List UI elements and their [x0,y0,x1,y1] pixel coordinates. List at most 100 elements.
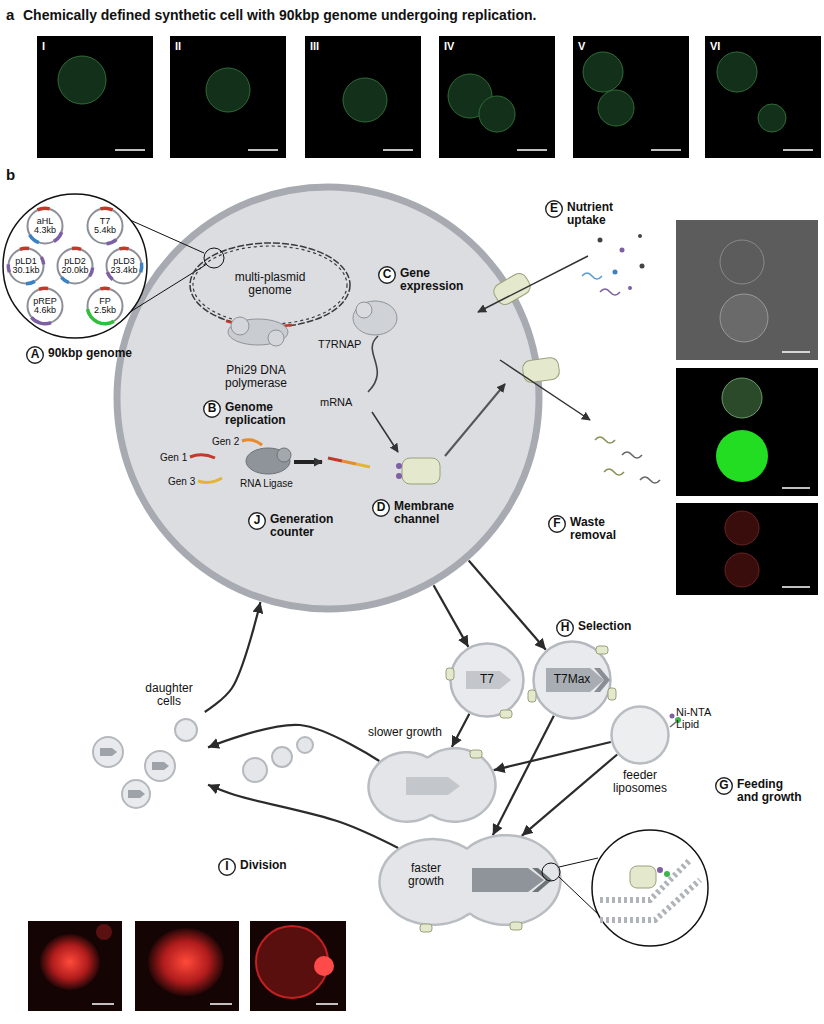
rna-strand [342,461,356,464]
t7-rna-polymerase [353,301,397,335]
callout-letter: C [383,268,392,281]
callout-circle: IDivision [218,858,236,876]
insertion-arrow [445,384,505,456]
nutrient [598,238,603,243]
callout-ring [204,401,221,418]
callout-ring [373,500,390,517]
callout-letter: D [377,501,386,514]
scale-bar [383,149,413,151]
micrograph-frame [170,36,286,158]
callout-circle: CGene expression [378,266,396,284]
membrane-channel [608,688,616,700]
nutrient [620,248,625,253]
nutrient [640,264,645,269]
plasmid-circle: FP 2.5kb [86,287,124,325]
callout-letter: H [561,621,570,634]
part-label: Ni-NTA Lipid [676,706,724,730]
callout-letter: B [208,402,217,415]
dividing-cell [272,747,292,767]
plasmid-circle: pLD2 20.0kb [56,247,94,285]
rna-strand [356,464,370,467]
nutrient [638,234,642,238]
membrane-channel [522,357,561,384]
ni-nta-head [664,871,670,877]
ligation-arrow [294,460,322,464]
lipid-bilayer [600,860,690,900]
scale-bar [115,149,145,151]
micrograph-cell [40,934,100,990]
callout-heading: Generation counter [270,513,348,539]
membrane-channel [596,646,608,654]
membrane-channel [420,924,432,932]
gene-label: T7 [480,673,494,686]
callout-letter: A [31,348,40,361]
genome-zoom-circle [3,194,147,338]
plasmid-ring [107,249,142,284]
flow-arrow [469,561,546,650]
gene-label: T7Max [554,673,591,686]
cell-membrane [380,835,561,925]
micrograph-cell [720,240,764,284]
part-label: RNA Ligase [240,478,293,489]
frame-number: IV [444,40,454,52]
plasmid-label: pLD3 23.4kb [108,257,140,276]
callout-circle: BGenome replication [203,400,221,418]
gene-arrow [594,668,610,692]
callout-circle: DMembrane channel [372,499,390,517]
callout-heading: Waste removal [570,516,628,542]
liposome-membrane [612,707,669,764]
mrna-strand [368,336,378,392]
channel-tag [396,463,402,469]
cell-label: feeder liposomes [607,769,673,795]
cell-label: daughter cells [140,682,198,708]
part-label: Gen 3 [168,476,195,487]
cell-label: slower growth [368,726,442,739]
rna-strand [198,478,222,482]
callout-circle: JGeneration counter [248,512,266,530]
panel-letter: a [6,7,14,24]
ni-nta-head [670,714,675,719]
lipid-tail [670,722,676,727]
plasmid-label: pLD1 30.1kb [10,257,42,276]
callout-heading: Gene expression [400,267,474,293]
phi29-polymerase [231,317,249,335]
waste [604,469,624,475]
nutrient [600,289,620,295]
dna-strand [190,243,350,327]
flow-arrow [208,725,379,761]
fluorescent-cell [58,56,106,104]
phi29-polymerase [268,330,284,346]
callout-circle: ENutrient uptake [545,200,563,218]
gene-arrow [100,748,117,756]
flow-arrow [434,585,469,647]
plasmid-circle: T7 5.4kb [86,207,124,245]
frame-number: V [578,40,585,52]
cell-membrane [369,748,496,821]
part-label: T7RNAP [318,338,361,350]
gene-arrow [152,762,169,770]
micrograph-red [28,921,122,1011]
scale-bar [210,1003,232,1005]
zoom-leader [130,220,204,253]
fluorescent-cell [583,52,623,92]
gene-arrow [128,790,145,798]
gene-arrow [472,868,544,892]
fluorescent-cell [758,104,786,132]
plasmid-ring [9,249,44,284]
micrograph-cell [722,378,762,418]
waste-arrow [500,360,590,420]
plasmid-circle: pREP 4.6kb [26,287,64,325]
cell-label: faster growth [396,862,456,888]
rna-strand [190,455,215,458]
waste [622,452,642,458]
nutrient [613,270,618,275]
daughter-cell [122,780,150,808]
callout-ring [716,778,733,795]
micrograph-frame [573,36,689,158]
daughter-cell [93,737,123,767]
plasmid-circle: pLD1 30.1kb [7,247,45,285]
fluorescent-cell [717,52,757,92]
expression-arrow [372,412,398,452]
plasmid-feature [119,246,129,250]
callout-heading: Genome replication [225,401,301,427]
